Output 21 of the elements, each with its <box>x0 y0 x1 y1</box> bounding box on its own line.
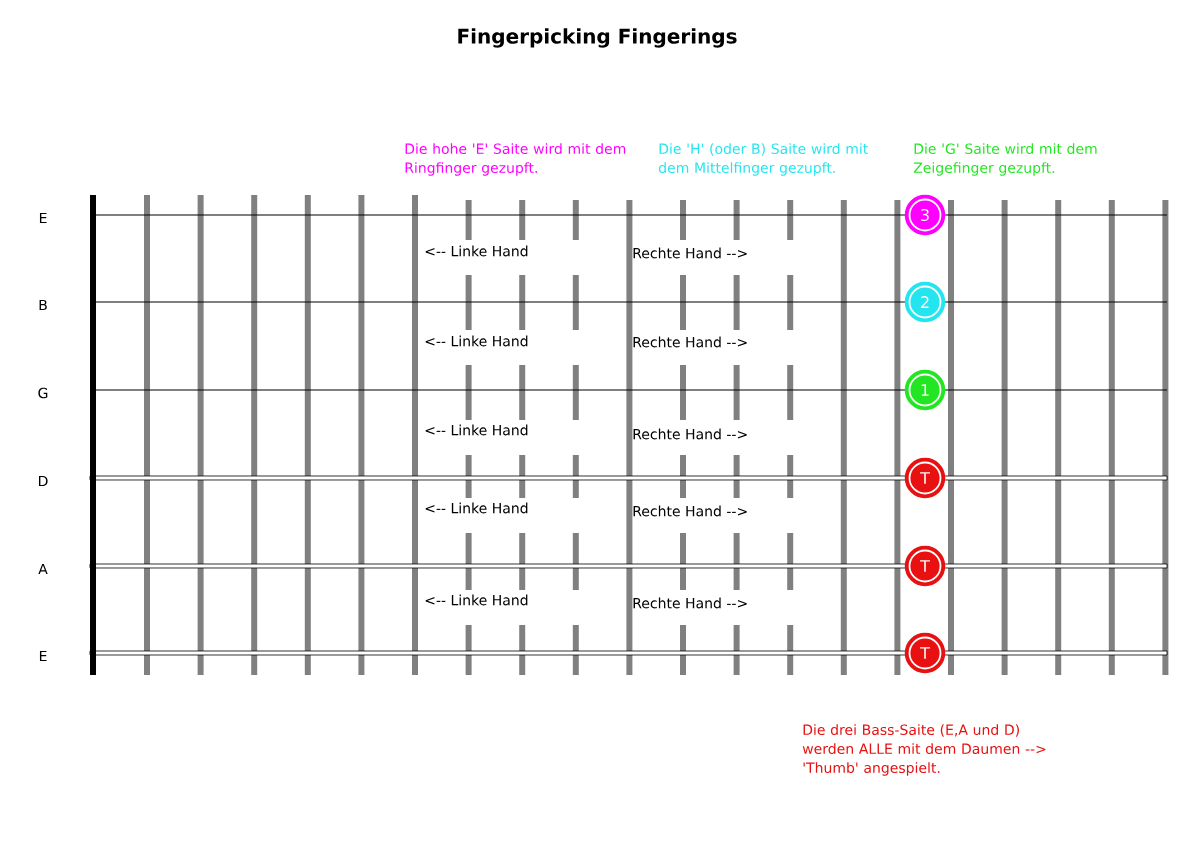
string-name: E <box>39 212 47 224</box>
title: Fingerpicking Fingerings <box>458 28 737 48</box>
hand-label: <-- Linke Hand <box>425 245 528 257</box>
annotation-text: Die 'H' (oder B) Saite wird mit dem Mittelfinger gezupft. <box>658 143 868 176</box>
hand-label: <-- Linke Hand <box>425 502 528 514</box>
string-name: E <box>39 650 47 662</box>
annotation-text: Die 'G' Saite wird mit dem Zeigefinger gezupft. <box>913 143 1097 176</box>
annotation-text: Die drei Bass-Saite (E,A und D) werden ALLE mit dem Daumen --> 'Thumb' angespielt. <box>802 724 1046 776</box>
annotation-text: Die hohe 'E' Saite wird mit dem Ringfinger gezupft. <box>405 143 626 176</box>
hand-label: Rechte Hand --> <box>633 505 747 517</box>
hand-label: <-- Linke Hand <box>425 594 528 606</box>
hand-label: Rechte Hand --> <box>633 247 747 259</box>
hand-label: <-- Linke Hand <box>425 335 528 347</box>
string-name: G <box>38 387 48 399</box>
string-name: B <box>39 299 47 311</box>
hand-label: Rechte Hand --> <box>633 428 747 440</box>
string-name: D <box>39 475 48 487</box>
hand-label: Rechte Hand --> <box>633 336 747 348</box>
string-name: A <box>38 563 48 575</box>
hand-label: Rechte Hand --> <box>633 597 747 609</box>
hand-label: <-- Linke Hand <box>425 424 528 436</box>
